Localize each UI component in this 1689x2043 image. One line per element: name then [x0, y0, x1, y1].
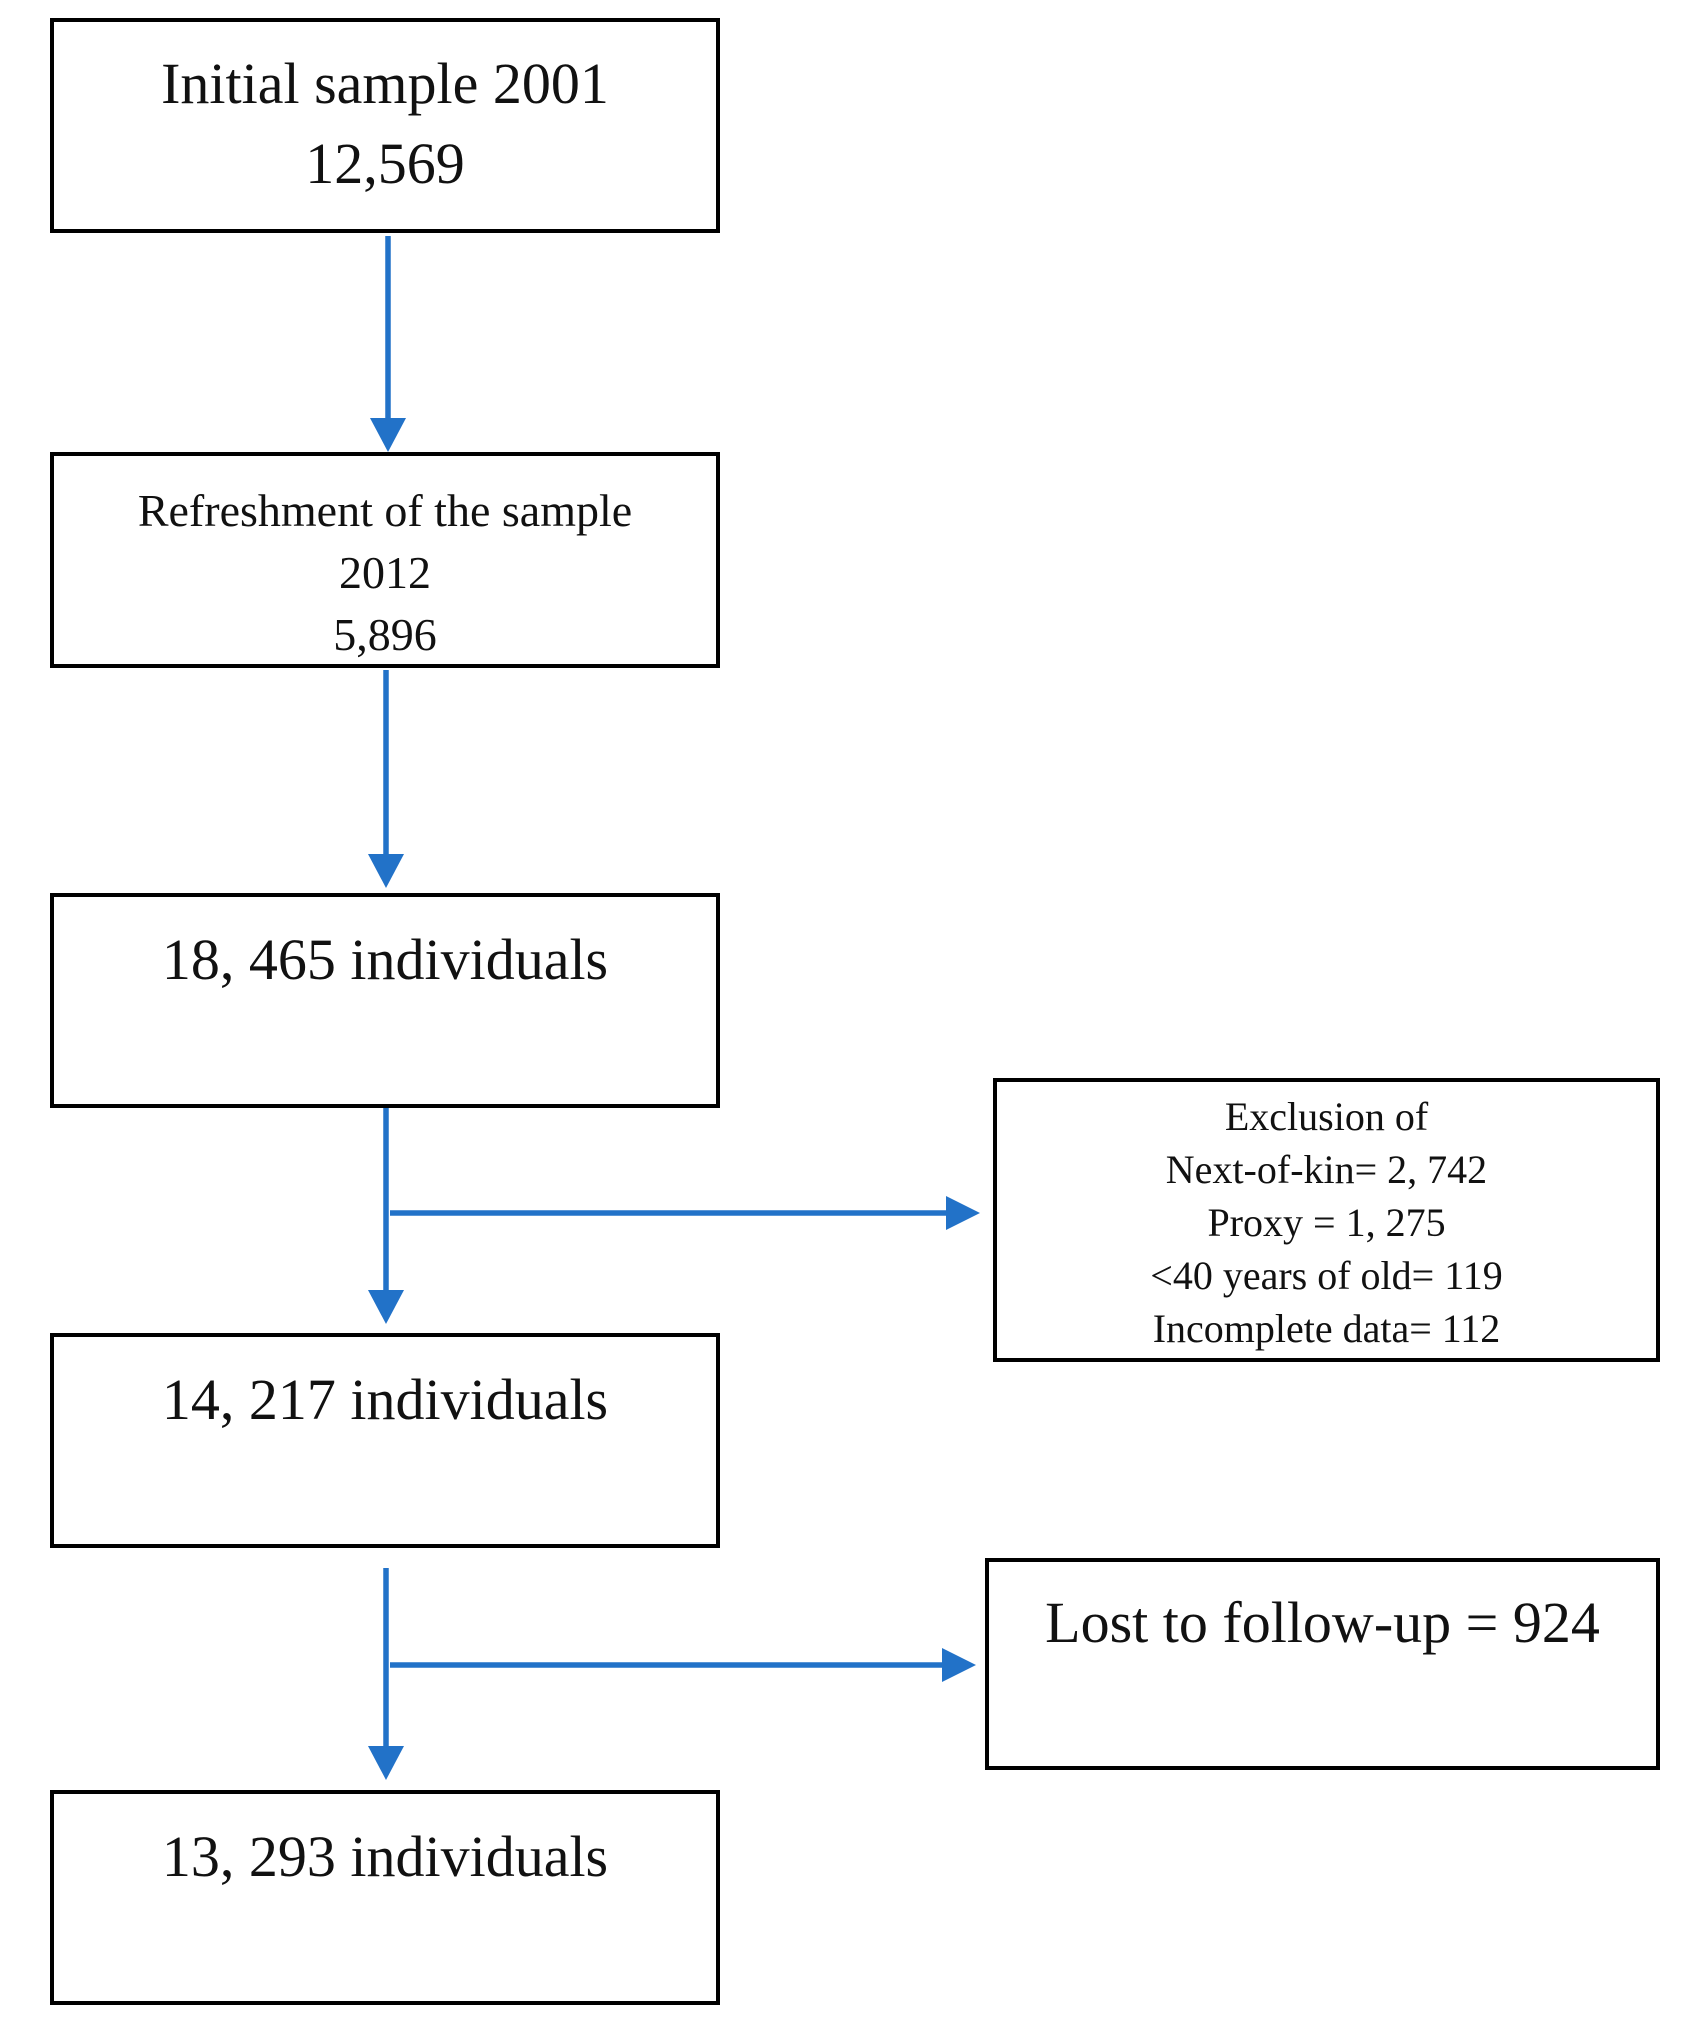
node-text-line: Initial sample 2001 — [161, 51, 609, 116]
node-text-line: <40 years of old= 119 — [1150, 1253, 1503, 1298]
node-text-line: Proxy = 1, 275 — [1207, 1200, 1446, 1245]
node-text-line: 12,569 — [305, 131, 465, 196]
arrow-18465-to-exclusion — [390, 1196, 980, 1230]
node-text-line: 18, 465 individuals — [161, 927, 609, 992]
node-text-line: 5,896 — [333, 609, 437, 660]
node-text-line: Exclusion of — [1224, 1094, 1429, 1139]
node-text-line: 13, 293 individuals — [161, 1824, 609, 1889]
arrow-18465-to-14217 — [368, 1108, 404, 1324]
arrow-14217-to-13293 — [368, 1568, 404, 1780]
arrow-refreshment-to-18465 — [368, 670, 404, 888]
node-text-line: Lost to follow-up = 924 — [1045, 1590, 1600, 1655]
node-refreshment-sample: Refreshment of the sample 2012 5,896 — [50, 452, 720, 668]
node-individuals-13293: 13, 293 individuals — [50, 1790, 720, 2005]
node-text-line: 2012 — [339, 547, 431, 598]
arrow-14217-to-lost — [390, 1648, 976, 1682]
arrow-initial-to-refreshment — [370, 236, 406, 452]
node-individuals-14217: 14, 217 individuals — [50, 1333, 720, 1548]
node-exclusion: Exclusion of Next-of-kin= 2, 742 Proxy =… — [993, 1078, 1660, 1362]
node-lost-to-follow-up: Lost to follow-up = 924 — [985, 1558, 1660, 1770]
node-individuals-18465: 18, 465 individuals — [50, 893, 720, 1108]
node-initial-sample: Initial sample 2001 12,569 — [50, 18, 720, 233]
node-text-line: Next-of-kin= 2, 742 — [1165, 1147, 1488, 1192]
node-text-line: Refreshment of the sample — [137, 485, 633, 536]
node-text-line: 14, 217 individuals — [161, 1367, 609, 1432]
node-text-line: Incomplete data= 112 — [1152, 1306, 1501, 1351]
